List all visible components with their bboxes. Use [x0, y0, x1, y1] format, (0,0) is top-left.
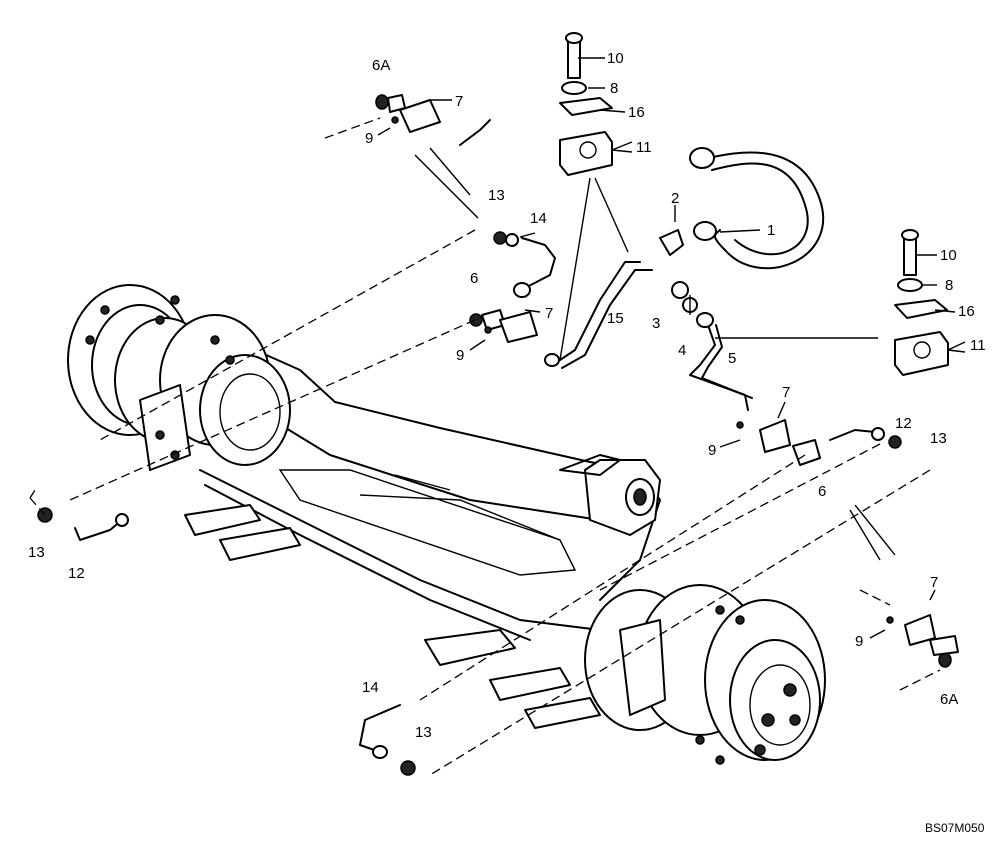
callout-9-right: 9 [708, 442, 716, 459]
callout-10-right: 10 [940, 247, 957, 264]
callout-6-right: 6 [818, 483, 826, 500]
callout-12-left: 12 [68, 565, 85, 582]
callout-6-mid: 6 [470, 270, 478, 287]
callout-13-top: 13 [488, 187, 505, 204]
callout-8-right: 8 [945, 277, 953, 294]
left-wheel-hub [67, 284, 291, 471]
callout-5: 5 [728, 350, 736, 367]
callout-11-right: 11 [970, 337, 986, 354]
leader-lines [29, 57, 966, 776]
clamps [391, 99, 936, 646]
clamp-block-top [559, 32, 613, 176]
callout-14-bottom: 14 [362, 679, 379, 696]
drawing-code: BS07M050 [925, 821, 985, 835]
callout-7-bottom: 7 [930, 574, 938, 591]
callout-15: 15 [607, 310, 624, 327]
callout-6a-bottom: 6A [940, 691, 958, 708]
callout-16-top: 16 [628, 104, 645, 121]
callout-8-top: 8 [610, 80, 618, 97]
callout-12-right: 12 [895, 415, 912, 432]
callout-7-right: 7 [782, 384, 790, 401]
callout-11-top: 11 [636, 139, 652, 156]
callout-4: 4 [678, 342, 686, 359]
axle-housing [184, 349, 661, 729]
callout-13-right: 13 [930, 430, 947, 447]
tube-15 [544, 261, 653, 369]
callout-13-left: 13 [28, 544, 45, 561]
tube-5 [689, 324, 753, 411]
callout-16-right: 16 [958, 303, 975, 320]
callout-14-top: 14 [530, 210, 547, 227]
clamp-block-right [894, 229, 949, 376]
callout-2: 2 [671, 190, 679, 207]
callout-1: 1 [767, 222, 775, 239]
callout-3: 3 [652, 315, 660, 332]
callout-10-top: 10 [607, 50, 624, 67]
right-wheel-hub [584, 584, 826, 765]
callout-7-mid: 7 [545, 305, 553, 322]
callout-6a-top: 6A [372, 57, 390, 74]
callout-7-top: 7 [455, 93, 463, 110]
callout-9-top: 9 [365, 130, 373, 147]
callout-9-bottom: 9 [855, 633, 863, 650]
callout-labels: 1 2 3 4 5 6A 6 6 6A 7 7 7 7 8 8 9 9 9 9 … [28, 50, 986, 835]
fittings [37, 94, 959, 776]
hose-1 [689, 147, 825, 270]
callout-13-bottom: 13 [415, 724, 432, 741]
callout-9-mid: 9 [456, 347, 464, 364]
